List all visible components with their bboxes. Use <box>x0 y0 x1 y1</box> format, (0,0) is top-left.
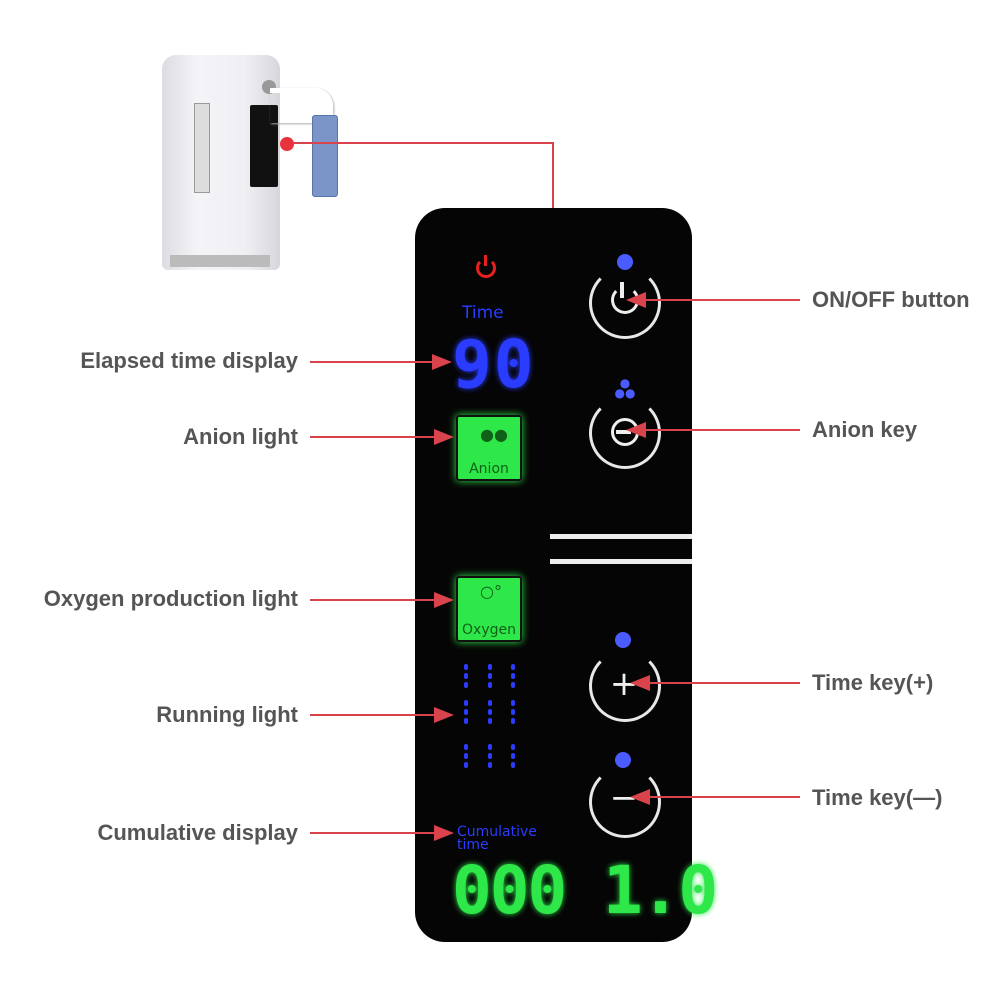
running-light-dot <box>511 682 515 688</box>
anion-light-label: Anion <box>469 461 509 477</box>
cumulative-label: Cumulative time <box>457 824 537 853</box>
running-light-dot <box>464 664 468 670</box>
clock-icon <box>615 752 631 768</box>
clock-icon <box>615 632 631 648</box>
running-light-dot <box>464 762 468 768</box>
running-light-dot <box>464 744 468 750</box>
anion-key-indicator-icon: ●●● <box>614 376 636 400</box>
anion-key[interactable] <box>589 397 661 469</box>
running-light-dot <box>488 700 492 706</box>
label-time-key-plus: Time key(+) <box>812 670 934 695</box>
cumulative-label-line1: Cumulative <box>457 824 537 840</box>
oxygen-production-light: ○° Oxygen <box>456 576 522 642</box>
tube <box>270 88 333 123</box>
on-off-button[interactable] <box>589 267 661 339</box>
running-light-dot <box>511 718 515 724</box>
cumulative-display: 000 1.0 <box>452 852 718 929</box>
running-light-dot <box>511 753 515 759</box>
running-light-dot <box>511 744 515 750</box>
running-light-dot <box>488 753 492 759</box>
device-callout-line <box>293 142 554 208</box>
minus-circle-bar <box>616 430 631 434</box>
flowmeter <box>194 103 210 193</box>
pointer-dot <box>280 137 294 151</box>
running-light-dot <box>464 718 468 724</box>
bubbles-icon: ○° <box>480 582 502 601</box>
time-minus-key[interactable] <box>589 766 661 838</box>
running-light-dot <box>488 673 492 679</box>
anion-light: ●● Anion <box>456 415 522 481</box>
anion-icon: ●● <box>480 425 508 444</box>
power-icon-bar <box>620 282 624 298</box>
separator-line <box>550 559 692 564</box>
label-time-key-minus: Time key(—) <box>812 785 943 810</box>
humidifier-bottle <box>312 115 338 197</box>
running-light-dot <box>488 744 492 750</box>
label-anion-light: Anion light <box>183 424 298 449</box>
separator-line <box>550 534 692 539</box>
time-plus-key[interactable] <box>589 650 661 722</box>
running-light-dot <box>511 664 515 670</box>
on-off-indicator-dot <box>617 254 633 270</box>
running-light-dot <box>511 709 515 715</box>
running-light-dot <box>511 700 515 706</box>
power-indicator-icon <box>476 258 496 278</box>
running-light-dot <box>464 673 468 679</box>
running-light-dot <box>464 709 468 715</box>
elapsed-time-display: 90 <box>452 326 536 403</box>
running-light-dot <box>488 718 492 724</box>
running-light-dot <box>488 762 492 768</box>
label-anion-key: Anion key <box>812 417 918 442</box>
power-indicator-icon-bar <box>484 255 487 266</box>
label-cumulative-display: Cumulative display <box>97 820 298 845</box>
running-light-dot <box>488 709 492 715</box>
running-light-dot <box>464 753 468 759</box>
running-light-dot <box>488 682 492 688</box>
label-elapsed-time-display: Elapsed time display <box>80 348 298 373</box>
running-light-dot <box>511 762 515 768</box>
base <box>170 255 270 267</box>
label-oxygen-production-light: Oxygen production light <box>43 586 298 611</box>
running-light-dot <box>488 664 492 670</box>
cumulative-label-line2: time <box>457 837 489 853</box>
running-light-dot <box>464 700 468 706</box>
label-running-light: Running light <box>156 702 298 727</box>
running-light-dot <box>511 673 515 679</box>
label-on-off-button: ON/OFF button <box>812 287 970 312</box>
time-label: Time <box>462 303 504 323</box>
running-light-dot <box>464 682 468 688</box>
oxygen-light-label: Oxygen <box>462 622 516 638</box>
